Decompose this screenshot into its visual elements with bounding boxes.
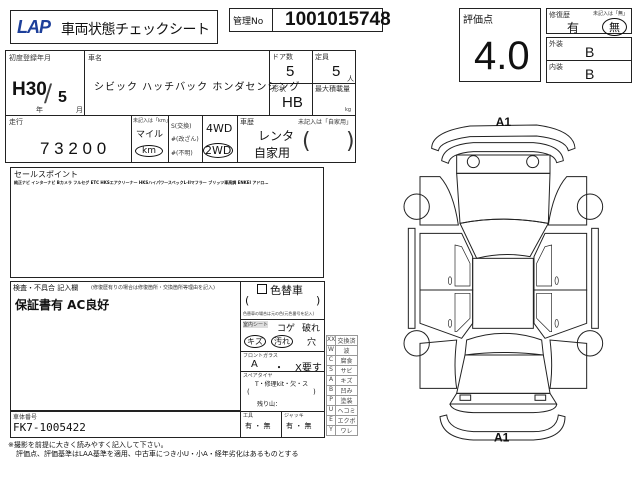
unit-note: 未記入は「km」 [133,118,171,124]
inspection-note: (修復歴有りの場合は修復箇所・交換箇所等理由を記入) [91,285,215,291]
doors: 5 [286,63,295,80]
registration-year: H30 [12,79,47,100]
odometer-replaced: S(交換) [171,123,192,130]
unit-mile: マイル [136,130,164,140]
sales-point-label: セールスポイント [14,170,78,179]
condition-box: 色替車 () 色替車の場合は元の色(元色番号を記入) 室内シート コゲ 破れ キ… [240,281,325,438]
repair-no-circled: 無 [602,18,627,36]
windshield-dot: ・ [274,363,284,374]
chassis-number: FK7-1005422 [13,421,86,434]
inspection-box: 検査・不具合 記入欄 (修復歴有りの場合は修復箇所・交換箇所等理由を記入) 保証… [10,281,241,438]
year-unit: 年 [36,106,43,114]
car-damage-diagram: A1 A1 [403,115,604,445]
doors-label: ドア数 [272,53,293,61]
interior-label: 内装 [549,63,563,71]
exterior-label: 外装 [549,40,563,48]
spare-tread-remaining: 残り山： [257,401,282,408]
tear-mark: 破れ [302,324,321,334]
chassis-label: 車体番号 [13,414,38,421]
color-change-checkbox[interactable] [257,284,267,294]
management-no: 1001015748 [285,9,391,30]
rear-damage-mark: A1 [494,431,510,445]
footer-note-2: 評価点、評価基準はLAA基準を適用、中古車につき小U・小A・経年劣化はあるものと… [16,450,299,458]
shape-label: 形状 [272,85,286,93]
jack-options: 有 ・ 無 [286,422,312,430]
history-label: 車歴 [240,118,254,126]
scratch-circled: キズ [244,335,266,348]
burn-mark: コゲ [277,324,296,334]
drive-4wd: 4WD [206,122,233,135]
history-private: 自家用 [254,146,291,160]
color-change-label: 色替車 [270,284,303,297]
sales-point-box: セールスポイント 純正ナビ インターナビ Bカメラ フルセグ ETC HKSエア… [10,167,324,278]
drive-2wd-circled: 2WD [203,143,234,158]
tools-label: 工具 [243,413,254,419]
color-change-note: 色替車の場合は元の色(元色番号を記入) [243,311,315,316]
history-note: 未記入は「自家用」 [298,119,353,126]
mileage-label: 走行 [9,118,23,126]
lap-logo: LAP [17,17,51,37]
inspection-text: 保証書有 AC良好 [15,298,110,312]
load-unit: kg [345,107,352,113]
sales-point-text: 純正ナビ インターナビ Bカメラ フルセグ ETC HKSエアクリーナー HKS… [14,180,269,185]
grade-box: 外装 B 内装 B [546,37,632,83]
interior-grade: B [585,66,595,82]
score-label: 評価点 [463,15,493,26]
capacity: 5 [332,63,341,80]
unit-km-circled: km [135,145,163,157]
jack-label: ジャッキ [284,413,304,419]
tools-options: 有 ・ 無 [245,422,271,430]
interior-seat-label: 室内シート [243,321,269,328]
first-registration-label: 初度登録年月 [9,54,51,62]
vehicle-info-table: 初度登録年月 H30 年 / 5 月 車名 シビック ハッチバック ホンダセンシ… [5,50,356,163]
repair-yes: 有 [567,21,580,35]
score-value: 4.0 [474,34,530,78]
windshield-x: X要す [295,363,322,374]
spare-tire-options: T・修理kit・欠・ス [255,381,309,388]
capacity-label: 定員 [315,53,329,61]
mileage: 7 3 2 0 0 [40,139,107,158]
score-box: 評価点 4.0 [459,8,541,82]
car-body-outline [403,124,604,441]
sheet-title: 車両状態チェックシート [61,22,210,38]
month-unit: 月 [76,106,83,114]
repair-history-box: 修復歴 未記入は「無」 有 無 [546,8,632,36]
windshield-label: フロントガラス [243,353,278,359]
body-shape: HB [282,94,303,111]
registration-month: 5 [58,89,67,106]
car-name: シビック ハッチバック ホンダセンシング [94,82,301,93]
car-name-label: 車名 [88,54,102,62]
management-no-box: 管理No 1001015748 [229,8,391,32]
windshield-a: A [251,359,258,370]
management-no-label: 管理No [233,17,264,27]
max-load-label: 最大積載量 [315,85,350,93]
inspection-label: 検査・不具合 記入欄 [13,284,79,292]
title-box: LAP 車両状態チェックシート [10,10,218,44]
spare-tire-label: スペアタイヤ [243,373,273,379]
stain-circled: 汚れ [271,335,293,348]
footer-note-1: ※撮影を前提に大きく読みやすく記入して下さい。 [8,441,168,449]
repair-label: 修復歴 [549,11,570,19]
history-rental: レンタ [258,129,295,143]
repair-note: 未記入は「無」 [593,11,629,17]
capacity-unit: 人 [347,75,354,83]
front-damage-mark: A1 [496,115,512,129]
exterior-grade: B [585,44,595,60]
odometer-tampered: #(改ざん) [171,136,199,143]
odometer-unknown: #(不明) [171,150,193,157]
hole-mark: 穴 [307,338,317,348]
